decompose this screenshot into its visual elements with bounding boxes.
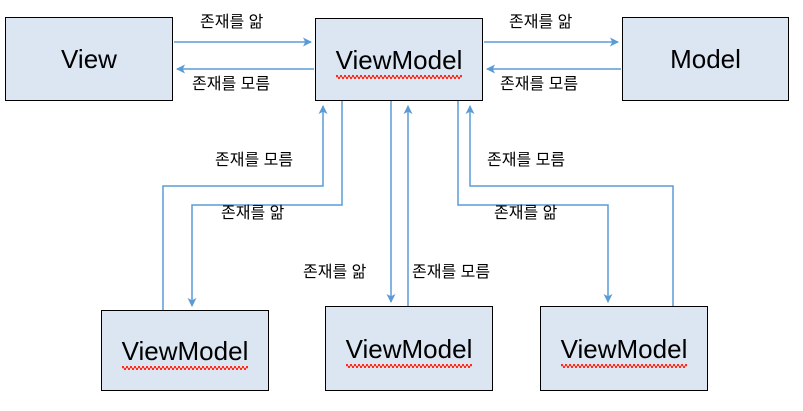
edge-label-vm-to-model: 존재를 앎 (509, 14, 573, 31)
edge-label-model-to-vm: 존재를 모름 (500, 76, 579, 93)
node-label: ViewModel (121, 335, 249, 370)
node-viewmodel[interactable]: ViewModel (315, 18, 483, 101)
edge-label-left-known: 존재를 앎 (221, 205, 285, 222)
edge-label-center-known: 존재를 앎 (303, 264, 367, 281)
node-label: ViewModel (345, 333, 473, 368)
node-view[interactable]: View (5, 17, 173, 101)
node-model[interactable]: Model (622, 17, 789, 101)
edge-label-right-known: 존재를 앎 (494, 205, 558, 222)
node-label: View (61, 44, 117, 74)
edge-label-vm-to-view: 존재를 모름 (192, 76, 271, 93)
node-label: ViewModel (560, 333, 688, 368)
node-viewmodel-b1[interactable]: ViewModel (101, 310, 269, 391)
edge-label-right-unknown: 존재를 모름 (487, 152, 566, 169)
edge-label-left-unknown: 존재를 모름 (215, 152, 294, 169)
edge-label-center-unknown: 존재를 모름 (412, 264, 491, 281)
node-viewmodel-b2[interactable]: ViewModel (325, 306, 493, 391)
edge-label-view-to-vm: 존재를 앎 (200, 14, 264, 31)
node-label: ViewModel (335, 44, 463, 79)
node-viewmodel-b3[interactable]: ViewModel (540, 306, 708, 391)
node-label: Model (670, 44, 741, 74)
